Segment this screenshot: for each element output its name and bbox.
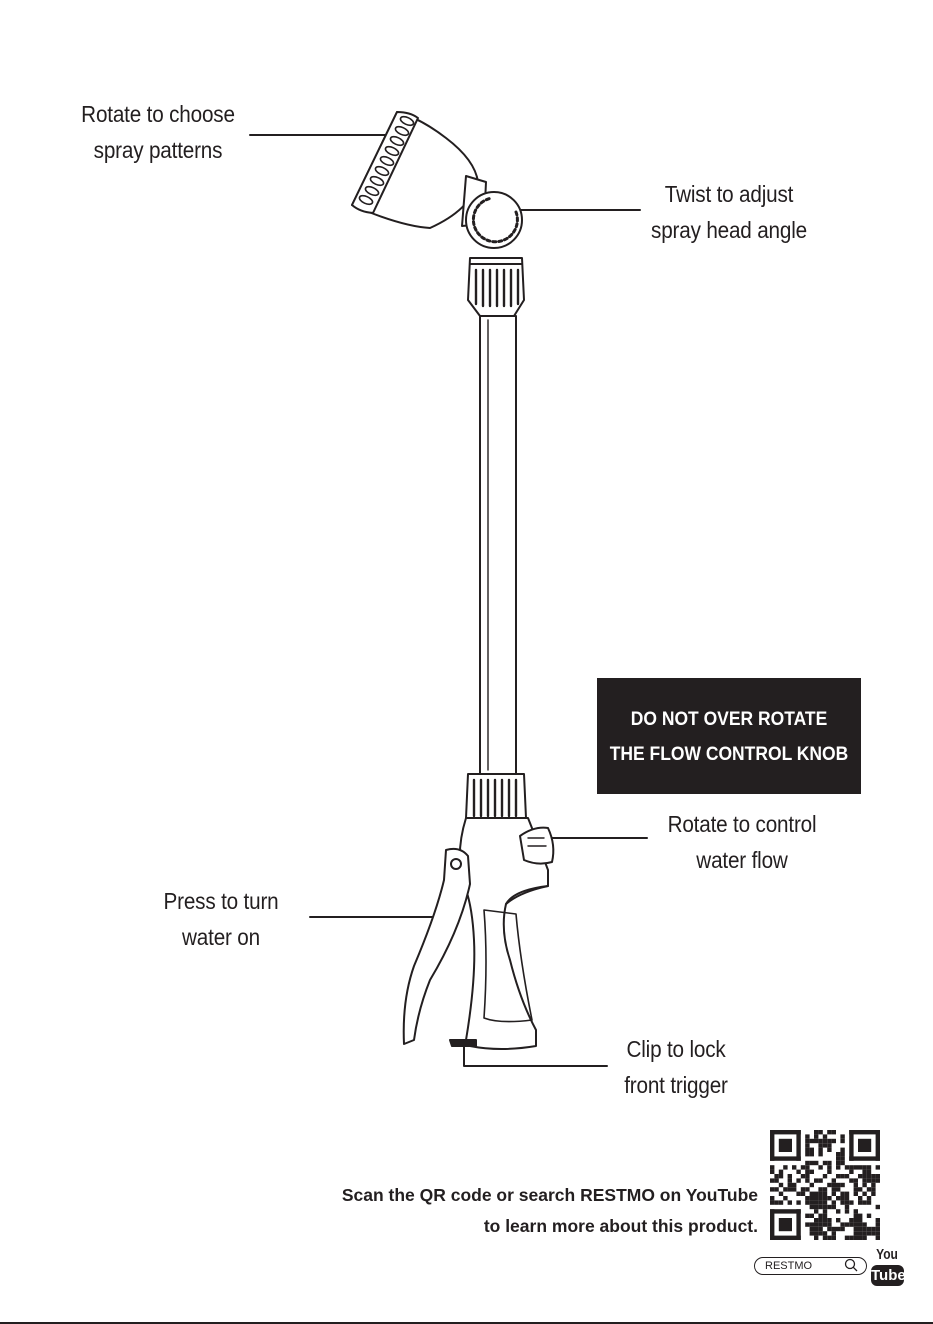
callout-line: Press to turn — [157, 883, 285, 919]
warning-line: THE FLOW CONTROL KNOB — [608, 737, 851, 772]
callout-line: Clip to lock — [615, 1031, 737, 1067]
youtube-logo-tube: Tube — [871, 1265, 904, 1286]
handle-body — [460, 818, 554, 1049]
scan-line-2: to learn more about this product. — [342, 1211, 758, 1242]
lower-collar — [466, 774, 526, 818]
upper-collar — [468, 258, 524, 316]
scan-instructions: Scan the QR code or search RESTMO on You… — [342, 1180, 758, 1242]
callout-spray-patterns: Rotate to choose spray patterns — [81, 96, 236, 168]
callout-line: Twist to adjust — [647, 176, 811, 212]
search-term: RESTMO — [765, 1260, 812, 1272]
magnifier-icon — [844, 1258, 858, 1272]
callout-line: water on — [157, 919, 285, 955]
callout-lock-trigger: Clip to lock front trigger — [615, 1031, 737, 1103]
callout-line: Rotate to choose — [81, 96, 236, 132]
youtube-logo-icon[interactable]: You Tube — [869, 1246, 905, 1288]
lock-clip — [450, 1040, 476, 1046]
youtube-search-box[interactable]: RESTMO — [754, 1257, 867, 1275]
callout-line: spray patterns — [81, 132, 236, 168]
youtube-logo-you: You — [873, 1246, 902, 1264]
warning-box: DO NOT OVER ROTATE THE FLOW CONTROL KNOB — [597, 678, 861, 794]
callout-line: Rotate to control — [661, 806, 823, 842]
callout-water-flow: Rotate to control water flow — [661, 806, 823, 878]
spray-head — [352, 112, 522, 248]
callout-line: front trigger — [615, 1067, 737, 1103]
warning-line: DO NOT OVER ROTATE — [608, 702, 851, 737]
trigger — [404, 849, 470, 1044]
scan-line-1: Scan the QR code or search RESTMO on You… — [342, 1180, 758, 1211]
callout-line: water flow — [661, 842, 823, 878]
qr-code-icon[interactable] — [770, 1130, 880, 1240]
shaft — [480, 316, 516, 774]
callout-turn-on: Press to turn water on — [157, 883, 285, 955]
callout-head-angle: Twist to adjust spray head angle — [647, 176, 811, 248]
callout-line: spray head angle — [647, 212, 811, 248]
